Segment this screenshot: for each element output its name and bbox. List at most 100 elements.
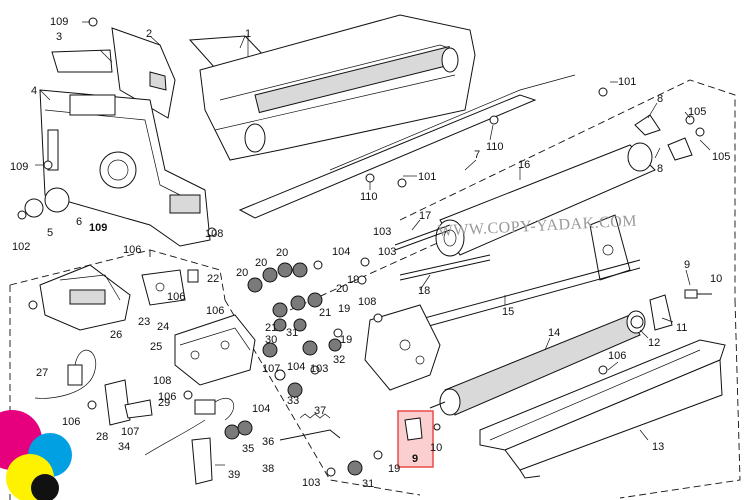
callout: 4 xyxy=(31,85,37,97)
callout: 108 xyxy=(153,375,171,387)
assembly-26 xyxy=(39,264,131,331)
callout: 21 xyxy=(265,322,277,334)
callout: 11 xyxy=(676,322,687,334)
callout: 31 xyxy=(286,327,298,339)
callout: 8 xyxy=(657,163,663,175)
callout: 25 xyxy=(150,341,162,353)
callout: 19 xyxy=(347,274,359,286)
callout: 106 xyxy=(167,291,185,303)
callout: 22 xyxy=(207,273,219,285)
callout: 21 xyxy=(319,307,331,319)
callout: 20 xyxy=(255,257,267,269)
callout: 30 xyxy=(265,334,277,346)
shafts xyxy=(394,224,491,281)
callout: 15 xyxy=(502,306,514,318)
cable-34 xyxy=(144,419,206,456)
callout: 108 xyxy=(205,228,223,240)
bar-7 xyxy=(238,74,576,219)
callout: 104 xyxy=(332,246,350,258)
tray-13 xyxy=(479,339,726,479)
assembly-23 xyxy=(141,269,199,306)
callout: 101 xyxy=(418,171,436,183)
callout: 107 xyxy=(121,426,139,438)
callout: 105 xyxy=(688,106,706,118)
callout: 19 xyxy=(388,463,400,475)
callout: 29 xyxy=(158,397,170,409)
callout: 36 xyxy=(262,436,274,448)
roller-14 xyxy=(429,310,646,416)
callout: 109 xyxy=(10,161,28,173)
plate-2 xyxy=(111,27,176,119)
callout: 32 xyxy=(333,354,345,366)
callout: 8 xyxy=(657,93,663,105)
callout: 110 xyxy=(486,141,504,153)
callout: 106 xyxy=(123,244,141,256)
callout: 104 xyxy=(287,361,305,373)
bracket-28 xyxy=(104,379,153,426)
callout: 103 xyxy=(310,363,328,375)
sensor-29 xyxy=(194,397,235,421)
callout: 108 xyxy=(358,296,376,308)
callout: 10 xyxy=(430,442,442,454)
callout: 19 xyxy=(338,303,350,315)
callout-labels: 109 3 2 1 4 109 6 5 102 109 101 8 105 10… xyxy=(10,16,730,490)
gear-cluster xyxy=(247,260,323,332)
callout: 101 xyxy=(618,76,636,88)
callout: 5 xyxy=(47,227,53,239)
callout: 6 xyxy=(76,216,82,228)
callout: 3 xyxy=(56,31,62,43)
callout: 34 xyxy=(118,441,130,453)
callout: 2 xyxy=(146,28,152,40)
spring-37 xyxy=(279,413,341,441)
callout: 38 xyxy=(262,463,274,475)
callout: 13 xyxy=(652,441,664,453)
screws xyxy=(17,17,608,477)
callout: 106 xyxy=(158,391,176,403)
callout: 109 xyxy=(50,16,68,28)
callout: 9 xyxy=(684,259,690,271)
bracket-25 xyxy=(174,314,256,386)
roller-bracket xyxy=(589,214,631,281)
center-plate xyxy=(364,304,441,391)
callout: 20 xyxy=(236,267,248,279)
sensor-27 xyxy=(34,349,97,399)
callout: 18 xyxy=(418,285,430,297)
callout: 26 xyxy=(110,329,122,341)
callout: 17 xyxy=(419,210,431,222)
callout: 9 xyxy=(412,453,418,465)
leader-lines xyxy=(35,21,711,466)
callout: 39 xyxy=(228,469,240,481)
callout: 106 xyxy=(608,350,626,362)
right-parts xyxy=(630,114,712,331)
callout: 27 xyxy=(36,367,48,379)
callout: 16 xyxy=(518,159,530,171)
callout: 28 xyxy=(96,431,108,443)
callout: 35 xyxy=(242,443,254,455)
callout: 109 xyxy=(89,222,107,234)
callout: 12 xyxy=(648,337,660,349)
callout: 107 xyxy=(262,363,280,375)
callout: 103 xyxy=(302,477,320,489)
left-frame-4 xyxy=(39,89,211,247)
callout: 103 xyxy=(378,246,396,258)
plate-39 xyxy=(191,437,213,485)
callout: 33 xyxy=(287,395,299,407)
callout: 14 xyxy=(548,327,560,339)
callout: 24 xyxy=(157,321,169,333)
callout: 37 xyxy=(314,405,326,417)
lower-gears xyxy=(224,338,363,476)
callout: 103 xyxy=(373,226,391,238)
corner-color-logo xyxy=(0,410,72,500)
callout: 23 xyxy=(138,316,150,328)
callout: 19 xyxy=(340,334,352,346)
callout: 105 xyxy=(712,151,730,163)
callout: 102 xyxy=(12,241,30,253)
callout: 106 xyxy=(62,416,80,428)
callout: 20 xyxy=(336,283,348,295)
callout: 31 xyxy=(362,478,374,490)
callout: 10 xyxy=(710,273,722,285)
callout: 1 xyxy=(245,28,251,40)
roller-16 xyxy=(435,142,656,257)
